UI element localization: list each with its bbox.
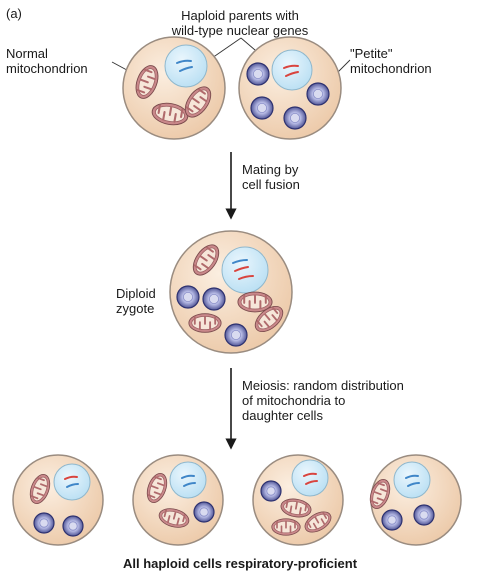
chromosome [181,474,195,479]
normal-mitochondrion [29,474,51,504]
normal-mitochondrion [271,518,301,536]
parent-cell-petite [238,36,342,140]
petite-mitochondrion [193,501,215,523]
cell-membrane [12,454,104,546]
petite-mitochondrion [202,287,226,311]
petite-mito-label: "Petite" mitochondrion [350,46,432,76]
leader-parents-left [211,37,242,59]
chromosome [283,64,299,69]
diploid-label-line-2: zygote [116,301,155,316]
petite-mitochondrion [413,504,435,526]
daughter-cell-3 [252,454,344,546]
meiosis-label-line-2: of mitochondria to [242,393,346,408]
nucleus [271,49,313,91]
daughter-cell-1 [12,454,104,546]
meiosis-label-line-1: Meiosis: random distribution [242,378,404,393]
chromosome [66,483,79,488]
normal-mitochondrion [192,244,220,276]
nucleus [291,459,329,497]
petite-mitochondrion [62,515,84,537]
nucleus [164,44,208,88]
mating-label-line-1: Mating by [242,162,299,177]
normal-mitochondrion [158,508,190,528]
petite-mitochondrion [283,106,307,130]
normal-mitochondrion [254,305,284,333]
meiosis-label-line-3: daughter cells [242,408,323,423]
diploid-label-line-1: Diploid [116,286,156,301]
normal-mitochondrion [369,479,391,509]
daughter-cell-2 [132,454,224,546]
mating-label-line-2: cell fusion [242,177,300,192]
panel-label: (a) [6,6,22,21]
petite-mito-label-line-2: mitochondrion [350,61,432,76]
mating-label: Mating by cell fusion [242,162,300,192]
petite-mitochondrion [246,62,270,86]
petite-mitochondrion [224,323,248,347]
chromosome [179,66,193,72]
petite-mito-label-line-1: "Petite" [350,46,393,61]
chromosome [303,472,317,477]
parents-label-line-2: wild-type nuclear genes [171,23,309,38]
chromosome [183,482,196,487]
chromosome [176,59,192,64]
chromosome [405,474,419,479]
chromosome [238,275,254,280]
parent-cell-normal [122,36,226,140]
normal-mitochondrion [304,511,332,533]
normal-mito-label-line-1: Normal [6,46,48,61]
normal-mito-label: Normal mitochondrion [6,46,88,76]
chromosome [234,266,249,272]
chromosome [407,482,420,487]
petite-mitochondrion [176,285,200,309]
nucleus [221,246,269,294]
nucleus [393,461,431,499]
meiosis-label: Meiosis: random distribution of mitochon… [242,378,404,423]
daughter-cell-4 [369,454,462,546]
normal-mitochondrion [146,473,168,503]
petite-mitochondrion [260,480,282,502]
normal-mitochondrion [237,291,273,313]
nucleus [169,461,207,499]
petite-mitochondrion [250,96,274,120]
cells-layer [12,36,462,546]
normal-mitochondrion [151,102,189,126]
parents-label-line-1: Haploid parents with [181,8,299,23]
normal-mitochondrion [184,86,212,118]
bottom-caption: All haploid cells respiratory-proficient [122,556,358,571]
chromosome [232,259,248,264]
parents-label: Haploid parents with wild-type nuclear g… [140,8,340,38]
chromosome [305,480,318,485]
normal-mitochondrion [135,65,159,99]
chromosome [285,71,299,77]
normal-mitochondrion [188,313,222,333]
petite-mitochondrion [33,512,55,534]
diploid-zygote-cell [169,230,293,354]
normal-mitochondrion [280,498,312,518]
petite-mitochondrion [306,82,330,106]
petite-mitochondrion [381,509,403,531]
chromosome [64,475,78,480]
normal-mito-label-line-2: mitochondrion [6,61,88,76]
diploid-label: Diploid zygote [116,286,156,316]
nucleus [53,463,91,501]
